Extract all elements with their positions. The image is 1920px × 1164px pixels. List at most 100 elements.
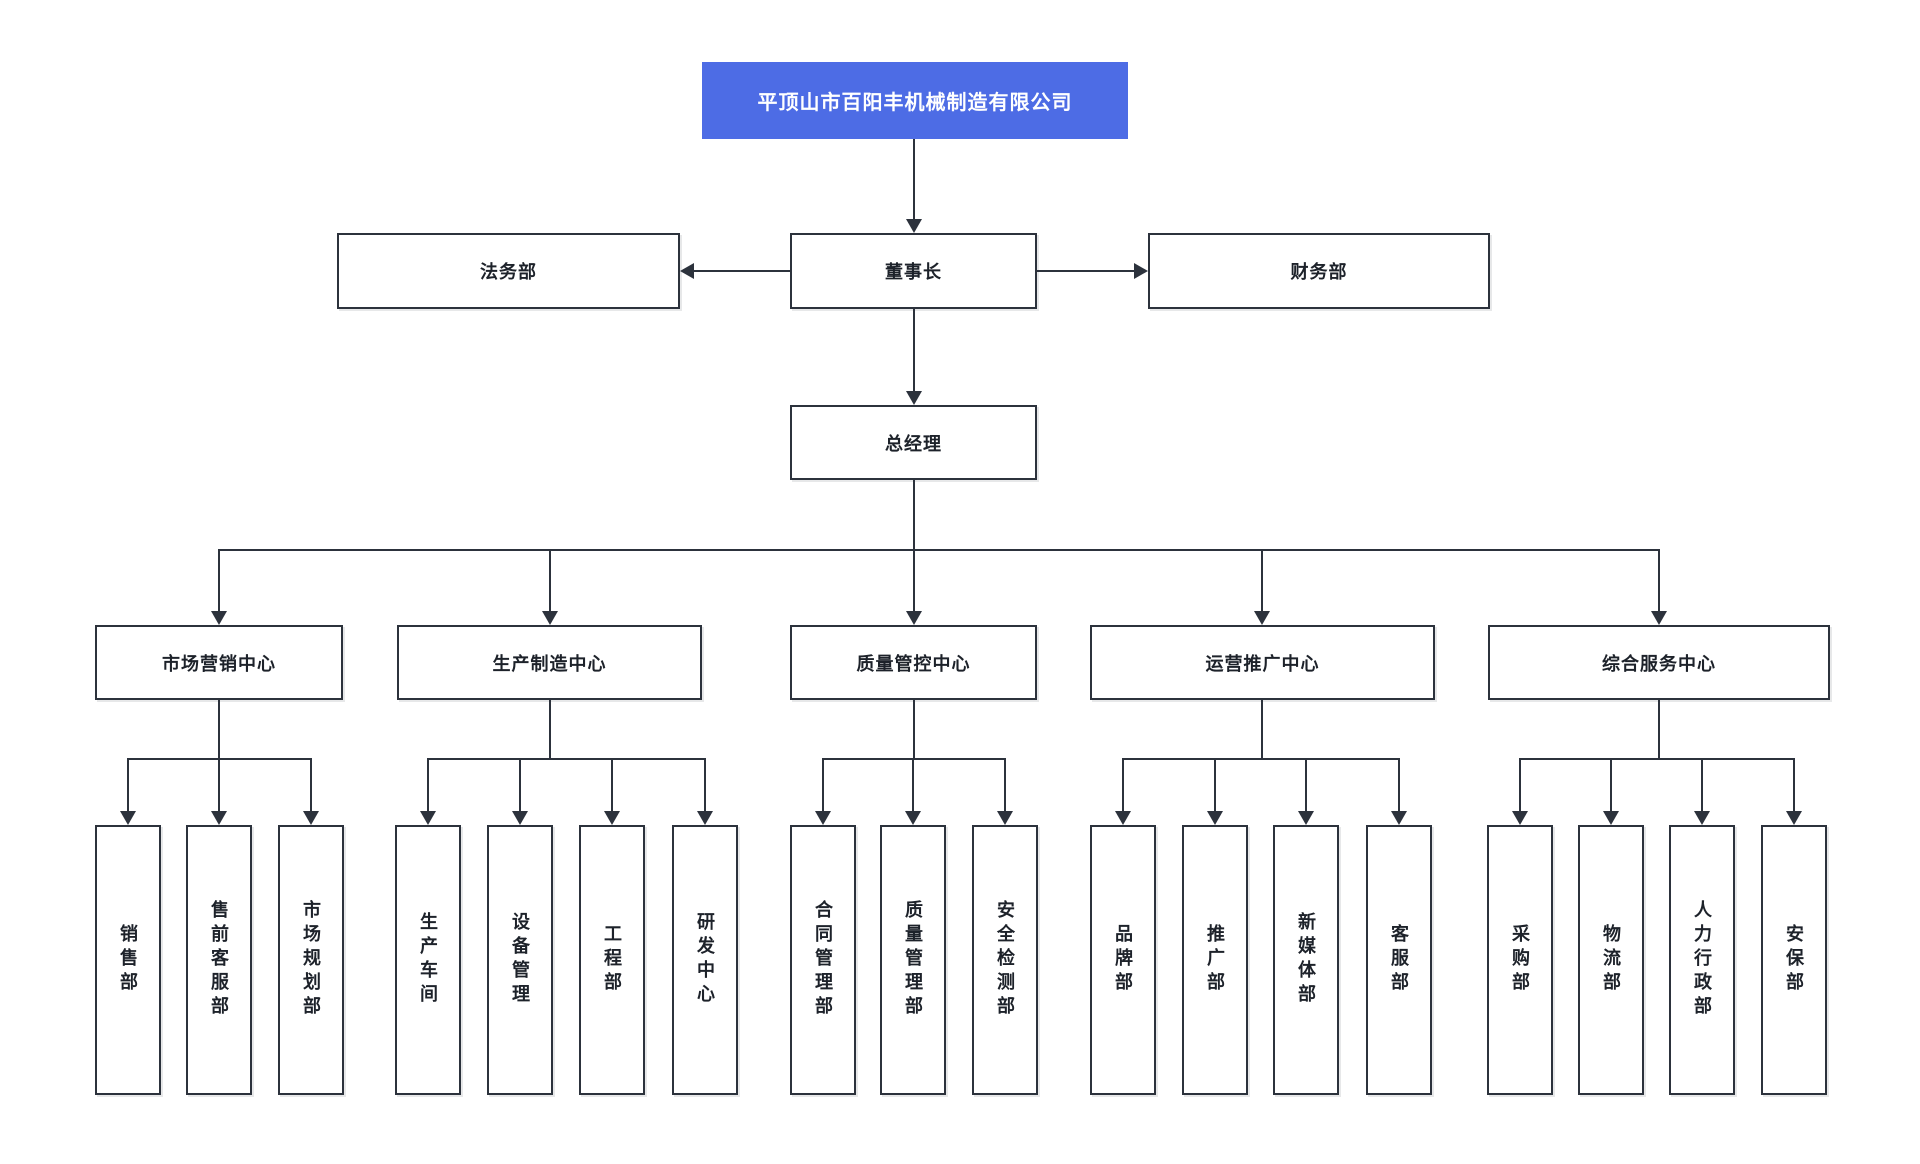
connector-leaf-drop-1-3: [704, 758, 706, 813]
arrow-into-leaf-4-1-icon: [1603, 811, 1619, 825]
connector-leaf-drop-4-2: [1701, 758, 1703, 813]
connector-group-branch-3: [1122, 758, 1400, 760]
arrow-into-leaf-4-3-icon: [1786, 811, 1802, 825]
connector-leaf-drop-1-0: [427, 758, 429, 813]
node-brand-dept: 品牌部: [1090, 825, 1156, 1095]
node-hr-admin-dept: 人力行政部: [1669, 825, 1735, 1095]
arrow-into-leaf-4-0-icon: [1512, 811, 1528, 825]
leaf-label: 安保部: [1784, 924, 1804, 996]
node-services-center: 综合服务中心: [1488, 625, 1830, 700]
connector-root-to-chairman: [913, 139, 915, 221]
leaf-label: 销售部: [118, 924, 138, 996]
arrow-into-center-0-icon: [211, 611, 227, 625]
connector-group-branch-1: [427, 758, 706, 760]
arrow-into-leaf-1-0-icon: [420, 811, 436, 825]
connector-leaf-drop-2-1: [912, 758, 914, 813]
connector-leaf-drop-2-2: [1004, 758, 1006, 813]
arrow-into-leaf-3-1-icon: [1207, 811, 1223, 825]
connector-group-stem-2: [913, 700, 915, 759]
connector-group-stem-4: [1658, 700, 1660, 759]
leaf-label: 客服部: [1389, 924, 1409, 996]
leaf-label: 售前客服部: [209, 900, 229, 1020]
connector-leaf-drop-3-1: [1214, 758, 1216, 813]
node-quality-management-dept: 质量管理部: [880, 825, 946, 1095]
arrow-into-finance-icon: [1134, 263, 1148, 279]
connector-center-drop-1: [549, 549, 551, 613]
connector-group-stem-1: [549, 700, 551, 759]
node-contract-management-dept: 合同管理部: [790, 825, 856, 1095]
arrow-into-center-4-icon: [1651, 611, 1667, 625]
leaf-label: 设备管理: [510, 912, 530, 1008]
node-equipment-management: 设备管理: [487, 825, 553, 1095]
connector-center-drop-0: [218, 549, 220, 613]
connector-leaf-drop-4-1: [1610, 758, 1612, 813]
arrow-into-leaf-1-1-icon: [512, 811, 528, 825]
arrow-into-leaf-3-0-icon: [1115, 811, 1131, 825]
arrow-into-chairman-icon: [906, 219, 922, 233]
node-quality-center: 质量管控中心: [790, 625, 1037, 700]
node-promotion-dept: 推广部: [1182, 825, 1248, 1095]
connector-group-branch-4: [1519, 758, 1795, 760]
node-production-center: 生产制造中心: [397, 625, 702, 700]
connector-leaf-drop-0-2: [310, 758, 312, 813]
node-operations-center: 运营推广中心: [1090, 625, 1435, 700]
arrow-into-leaf-2-0-icon: [815, 811, 831, 825]
arrow-into-center-1-icon: [542, 611, 558, 625]
node-marketing-center: 市场营销中心: [95, 625, 343, 700]
connector-leaf-drop-3-3: [1398, 758, 1400, 813]
node-procurement-dept: 采购部: [1487, 825, 1553, 1095]
node-safety-inspection-dept: 安全检测部: [972, 825, 1038, 1095]
node-finance-dept: 财务部: [1148, 233, 1490, 309]
node-presales-service-dept: 售前客服部: [186, 825, 252, 1095]
connector-leaf-drop-2-0: [822, 758, 824, 813]
connector-leaf-drop-4-3: [1793, 758, 1795, 813]
node-customer-service-dept: 客服部: [1366, 825, 1432, 1095]
connector-leaf-drop-0-1: [218, 758, 220, 813]
node-production-workshop: 生产车间: [395, 825, 461, 1095]
node-engineering-dept: 工程部: [579, 825, 645, 1095]
connector-leaf-drop-1-1: [519, 758, 521, 813]
arrow-into-leaf-0-1-icon: [211, 811, 227, 825]
connector-center-drop-2: [913, 549, 915, 613]
leaf-label: 人力行政部: [1692, 900, 1712, 1020]
node-logistics-dept: 物流部: [1578, 825, 1644, 1095]
arrow-into-center-3-icon: [1254, 611, 1270, 625]
leaf-label: 工程部: [602, 924, 622, 996]
leaf-label: 市场规划部: [301, 900, 321, 1020]
leaf-label: 品牌部: [1113, 924, 1133, 996]
leaf-label: 生产车间: [418, 912, 438, 1008]
node-market-planning-dept: 市场规划部: [278, 825, 344, 1095]
leaf-label: 安全检测部: [995, 900, 1015, 1020]
arrow-into-center-2-icon: [906, 611, 922, 625]
connector-leaf-drop-3-2: [1305, 758, 1307, 813]
node-sales-dept: 销售部: [95, 825, 161, 1095]
arrow-into-leaf-0-2-icon: [303, 811, 319, 825]
connector-leaf-drop-0-0: [127, 758, 129, 813]
connector-group-branch-2: [822, 758, 1006, 760]
arrow-into-leaf-3-2-icon: [1298, 811, 1314, 825]
node-general-manager: 总经理: [790, 405, 1037, 480]
connector-chairman-to-legal: [693, 270, 790, 272]
connector-main-branch: [218, 549, 1660, 551]
leaf-label: 合同管理部: [813, 900, 833, 1020]
arrow-into-leaf-2-1-icon: [905, 811, 921, 825]
node-rnd-center: 研发中心: [672, 825, 738, 1095]
node-new-media-dept: 新媒体部: [1273, 825, 1339, 1095]
node-legal-dept: 法务部: [337, 233, 680, 309]
connector-group-stem-0: [218, 700, 220, 759]
arrow-into-legal-icon: [680, 263, 694, 279]
connector-leaf-drop-3-0: [1122, 758, 1124, 813]
arrow-into-leaf-0-0-icon: [120, 811, 136, 825]
connector-group-branch-0: [127, 758, 312, 760]
leaf-label: 物流部: [1601, 924, 1621, 996]
connector-leaf-drop-1-2: [611, 758, 613, 813]
connector-chairman-to-gm: [913, 309, 915, 393]
leaf-label: 质量管理部: [903, 900, 923, 1020]
arrow-into-leaf-3-3-icon: [1391, 811, 1407, 825]
arrow-into-leaf-1-2-icon: [604, 811, 620, 825]
node-chairman: 董事长: [790, 233, 1037, 309]
leaf-label: 新媒体部: [1296, 912, 1316, 1008]
connector-chairman-to-finance: [1037, 270, 1135, 272]
arrow-into-leaf-4-2-icon: [1694, 811, 1710, 825]
